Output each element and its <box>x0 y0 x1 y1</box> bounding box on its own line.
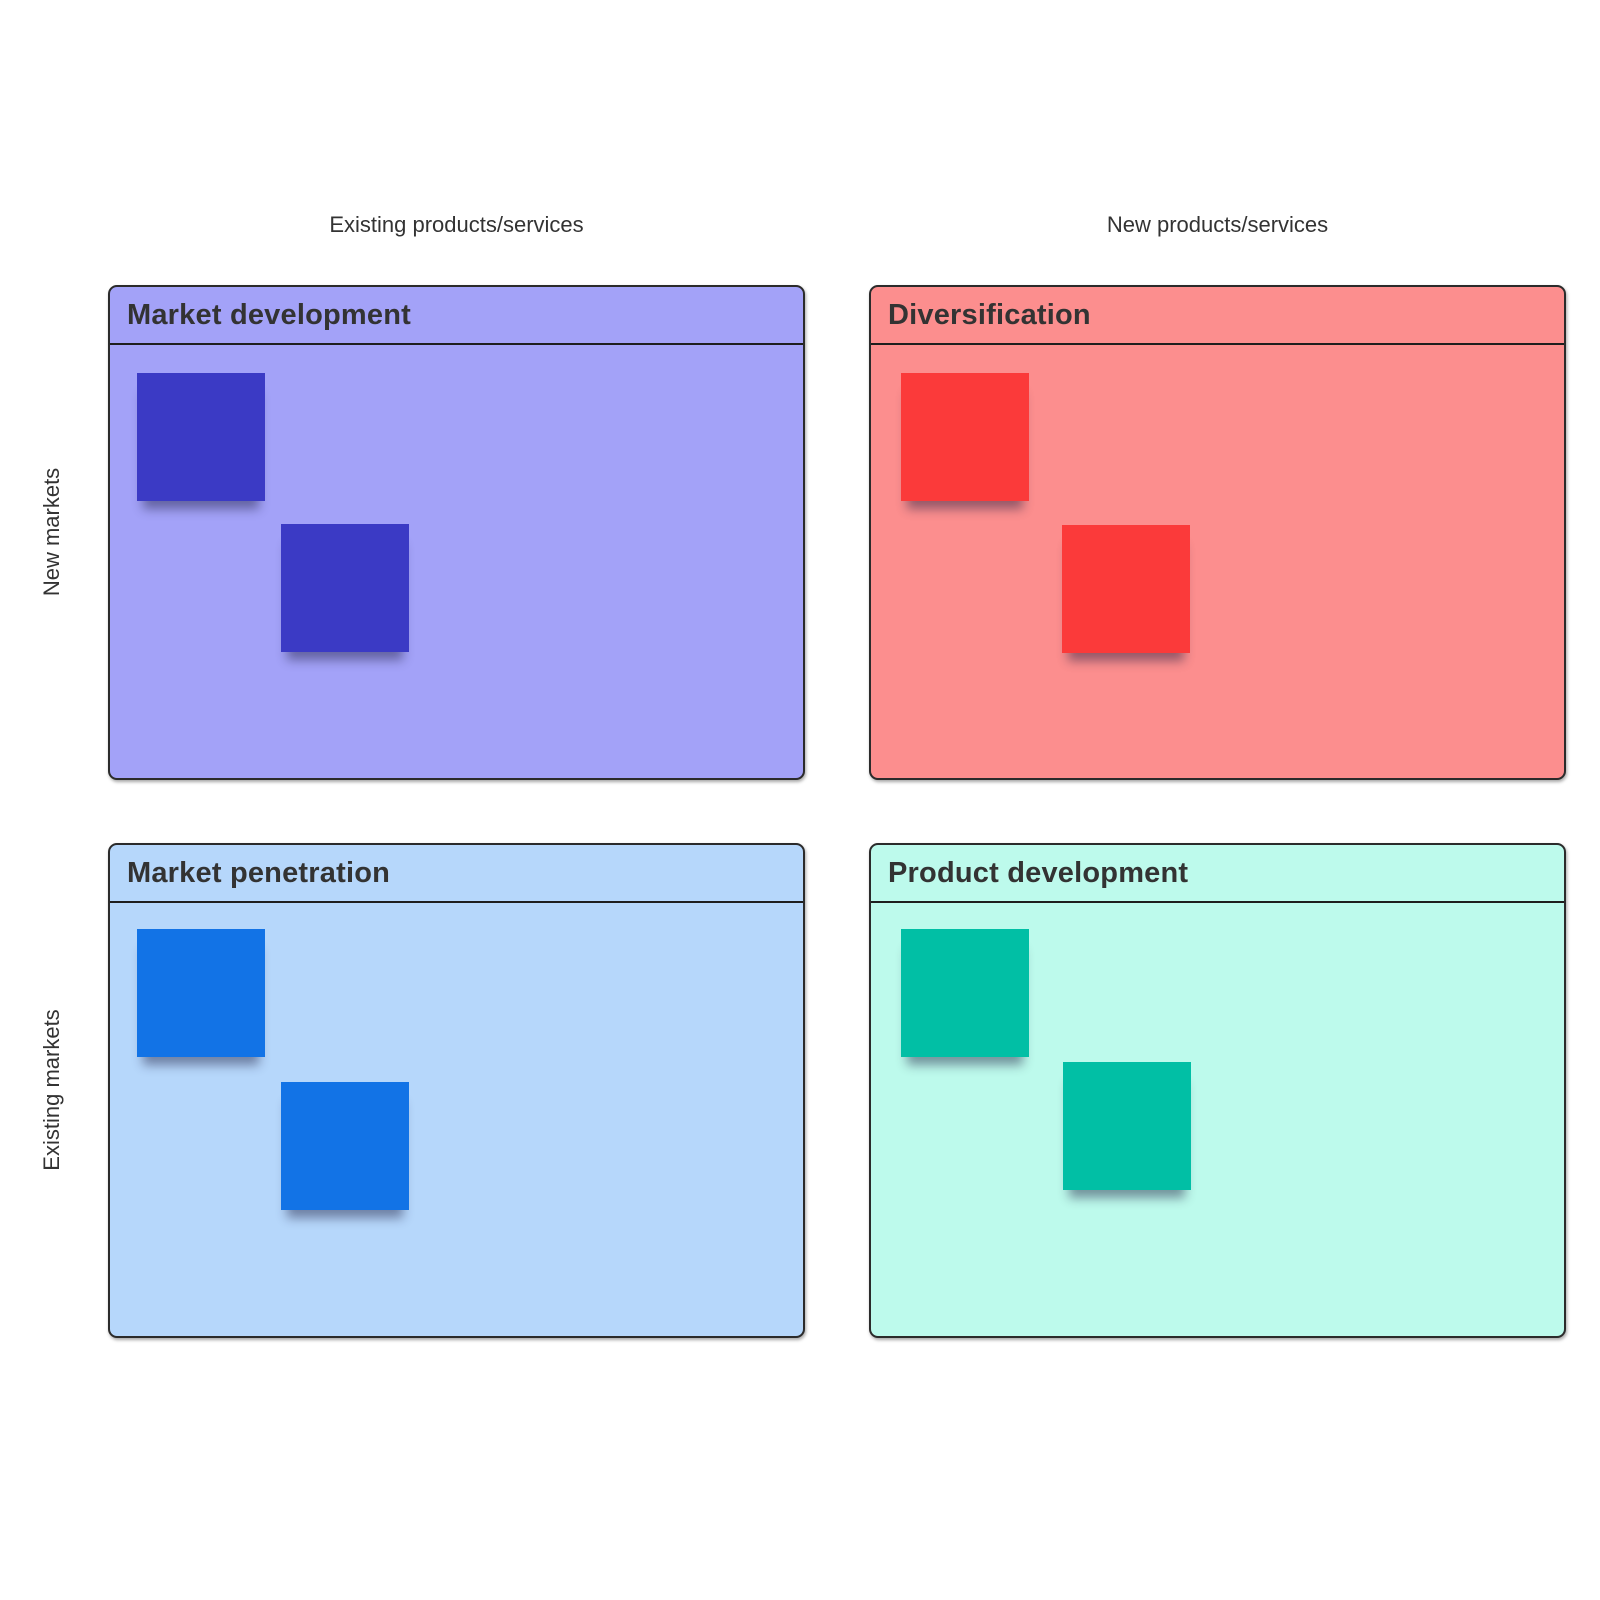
sticky-note[interactable] <box>137 929 265 1057</box>
quadrant-market-penetration[interactable]: Market penetration <box>108 843 805 1338</box>
quadrant-body <box>871 345 1564 778</box>
sticky-note[interactable] <box>281 1082 409 1210</box>
quadrant-title-market-penetration: Market penetration <box>110 845 803 903</box>
row-label-new-markets: New markets <box>39 467 64 597</box>
quadrant-body <box>110 345 803 778</box>
row-label-existing-markets: Existing markets <box>39 1009 64 1171</box>
sticky-note[interactable] <box>901 929 1029 1057</box>
sticky-note[interactable] <box>901 373 1029 501</box>
quadrant-title-diversification: Diversification <box>871 287 1564 345</box>
column-label-new-products: New products/services <box>1106 212 1329 237</box>
quadrant-body <box>110 903 803 1336</box>
quadrant-market-development[interactable]: Market development <box>108 285 805 780</box>
sticky-note[interactable] <box>1062 525 1190 653</box>
quadrant-body <box>871 903 1564 1336</box>
sticky-note[interactable] <box>281 524 409 652</box>
quadrant-title-product-development: Product development <box>871 845 1564 903</box>
column-label-existing-products: Existing products/services <box>329 212 584 237</box>
sticky-note[interactable] <box>1063 1062 1191 1190</box>
quadrant-title-market-development: Market development <box>110 287 803 345</box>
quadrant-diversification[interactable]: Diversification <box>869 285 1566 780</box>
quadrant-product-development[interactable]: Product development <box>869 843 1566 1338</box>
sticky-note[interactable] <box>137 373 265 501</box>
